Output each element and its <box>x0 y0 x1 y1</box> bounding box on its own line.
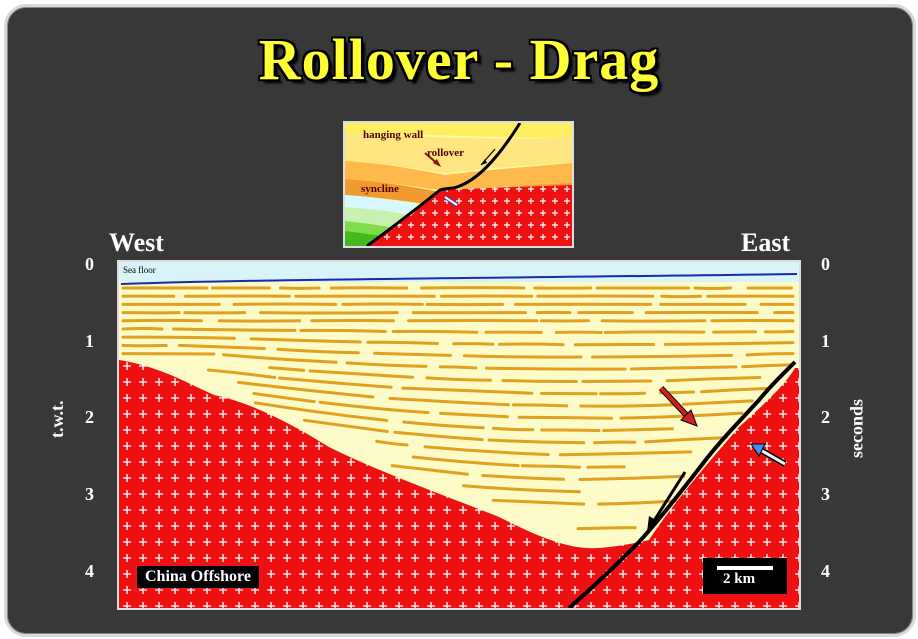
reflector-segment <box>373 351 452 357</box>
reflector-segment <box>619 411 744 420</box>
reflector-segment <box>517 415 613 420</box>
inset-label-rollover: rollover <box>427 147 465 159</box>
seismic-section: Sea floor China Offshore 2 km <box>117 260 801 610</box>
reflector-segment <box>512 403 569 408</box>
reflector-segment <box>644 436 728 444</box>
right-tick-3: 3 <box>821 484 830 504</box>
location-label: China Offshore <box>137 566 259 588</box>
reflector-segment <box>578 474 686 481</box>
scale-bar-box <box>703 558 787 594</box>
reflector-segment <box>487 438 586 445</box>
reflector-segment <box>411 455 520 468</box>
reflector-segment <box>665 376 762 383</box>
reflector-segment <box>366 340 439 345</box>
reflector-segment <box>629 365 738 371</box>
reflector-segment <box>462 354 583 359</box>
reflector-segment <box>318 400 430 415</box>
reflector-segment <box>393 430 484 442</box>
reflector-segment <box>388 396 510 407</box>
scale-label: 2 km <box>723 571 756 587</box>
right-tick-0: 0 <box>821 254 830 274</box>
inset-label-syncline: syncline <box>361 183 399 195</box>
reflector-segment <box>700 386 771 394</box>
scale-bar <box>717 566 773 570</box>
reflector-segment <box>591 353 733 359</box>
rollover-inset-diagram: hanging wall rollover syncline <box>343 121 574 248</box>
reflector-segment <box>593 440 637 445</box>
left-axis-title: t.w.t. <box>47 400 67 439</box>
right-tick-4: 4 <box>821 561 830 581</box>
reflector-segment <box>540 428 601 432</box>
reflector-segment <box>276 347 360 355</box>
reflector-segment <box>391 329 479 334</box>
reflector-segment <box>423 445 550 456</box>
left-tick-2: 2 <box>85 407 94 427</box>
reflector-segment <box>520 464 581 469</box>
reflector-segment <box>178 343 266 350</box>
reflector-segment <box>402 420 485 430</box>
left-tick-4: 4 <box>85 561 94 581</box>
reflector-segment <box>425 376 492 382</box>
reflector-segment <box>345 361 428 368</box>
reflector-segment <box>302 418 389 433</box>
reflector-segment <box>375 439 409 447</box>
reflector-segment <box>268 366 306 372</box>
reflector-segment <box>597 499 678 506</box>
reflector-segment <box>579 403 677 408</box>
reflector-segment <box>558 450 693 457</box>
reflector-segment <box>491 426 535 432</box>
reflector-segment <box>401 386 534 395</box>
reflector-segment <box>249 337 362 344</box>
section-svg <box>119 262 799 608</box>
reflector-segment <box>206 368 277 379</box>
right-tick-1: 1 <box>821 331 830 351</box>
reflector-segment <box>121 335 236 340</box>
left-tick-1: 1 <box>85 331 94 351</box>
right-tick-2: 2 <box>821 407 830 427</box>
reflector-segment <box>253 401 389 422</box>
reflector-segment <box>172 327 297 332</box>
right-axis-title: seconds <box>846 399 867 459</box>
reflector-segment <box>745 352 795 357</box>
reflector-segment <box>741 363 795 369</box>
reflector-segment <box>299 328 387 333</box>
reflector-segment <box>481 474 565 481</box>
reflector-segment <box>438 365 478 370</box>
reflector-segment <box>576 526 637 531</box>
reflector-segment <box>462 484 581 494</box>
east-label: East <box>741 228 791 257</box>
inset-svg <box>345 123 572 246</box>
reflector-segment <box>252 392 316 404</box>
sea-floor-label: Sea floor <box>123 265 156 275</box>
reflector-segment <box>308 369 414 379</box>
reflector-segment <box>602 427 674 432</box>
reflector-segment <box>278 376 393 389</box>
reflector-segment <box>498 342 565 347</box>
inset-label-hanging-wall: hanging wall <box>363 129 424 141</box>
reflector-segment <box>121 327 164 331</box>
left-tick-3: 3 <box>85 484 94 504</box>
left-tick-0: 0 <box>85 254 94 274</box>
reflector-segment <box>681 399 754 406</box>
reflector-segment <box>603 330 706 334</box>
reflector-segment <box>439 411 509 419</box>
reflector-segment <box>484 366 627 371</box>
seismic-reflectors <box>121 286 795 531</box>
reflector-segment <box>452 342 495 346</box>
slide-title: Rollover - Drag <box>258 27 660 92</box>
reflector-segment <box>581 379 653 383</box>
fault-motion-arrow <box>650 471 687 525</box>
reflector-segment <box>501 379 578 384</box>
reflector-segment <box>237 380 375 399</box>
west-label: West <box>109 228 164 257</box>
reflector-segment <box>663 341 795 346</box>
reflector-segment <box>491 498 586 506</box>
reflector-segment <box>390 464 469 476</box>
reflector-segment <box>222 353 338 364</box>
